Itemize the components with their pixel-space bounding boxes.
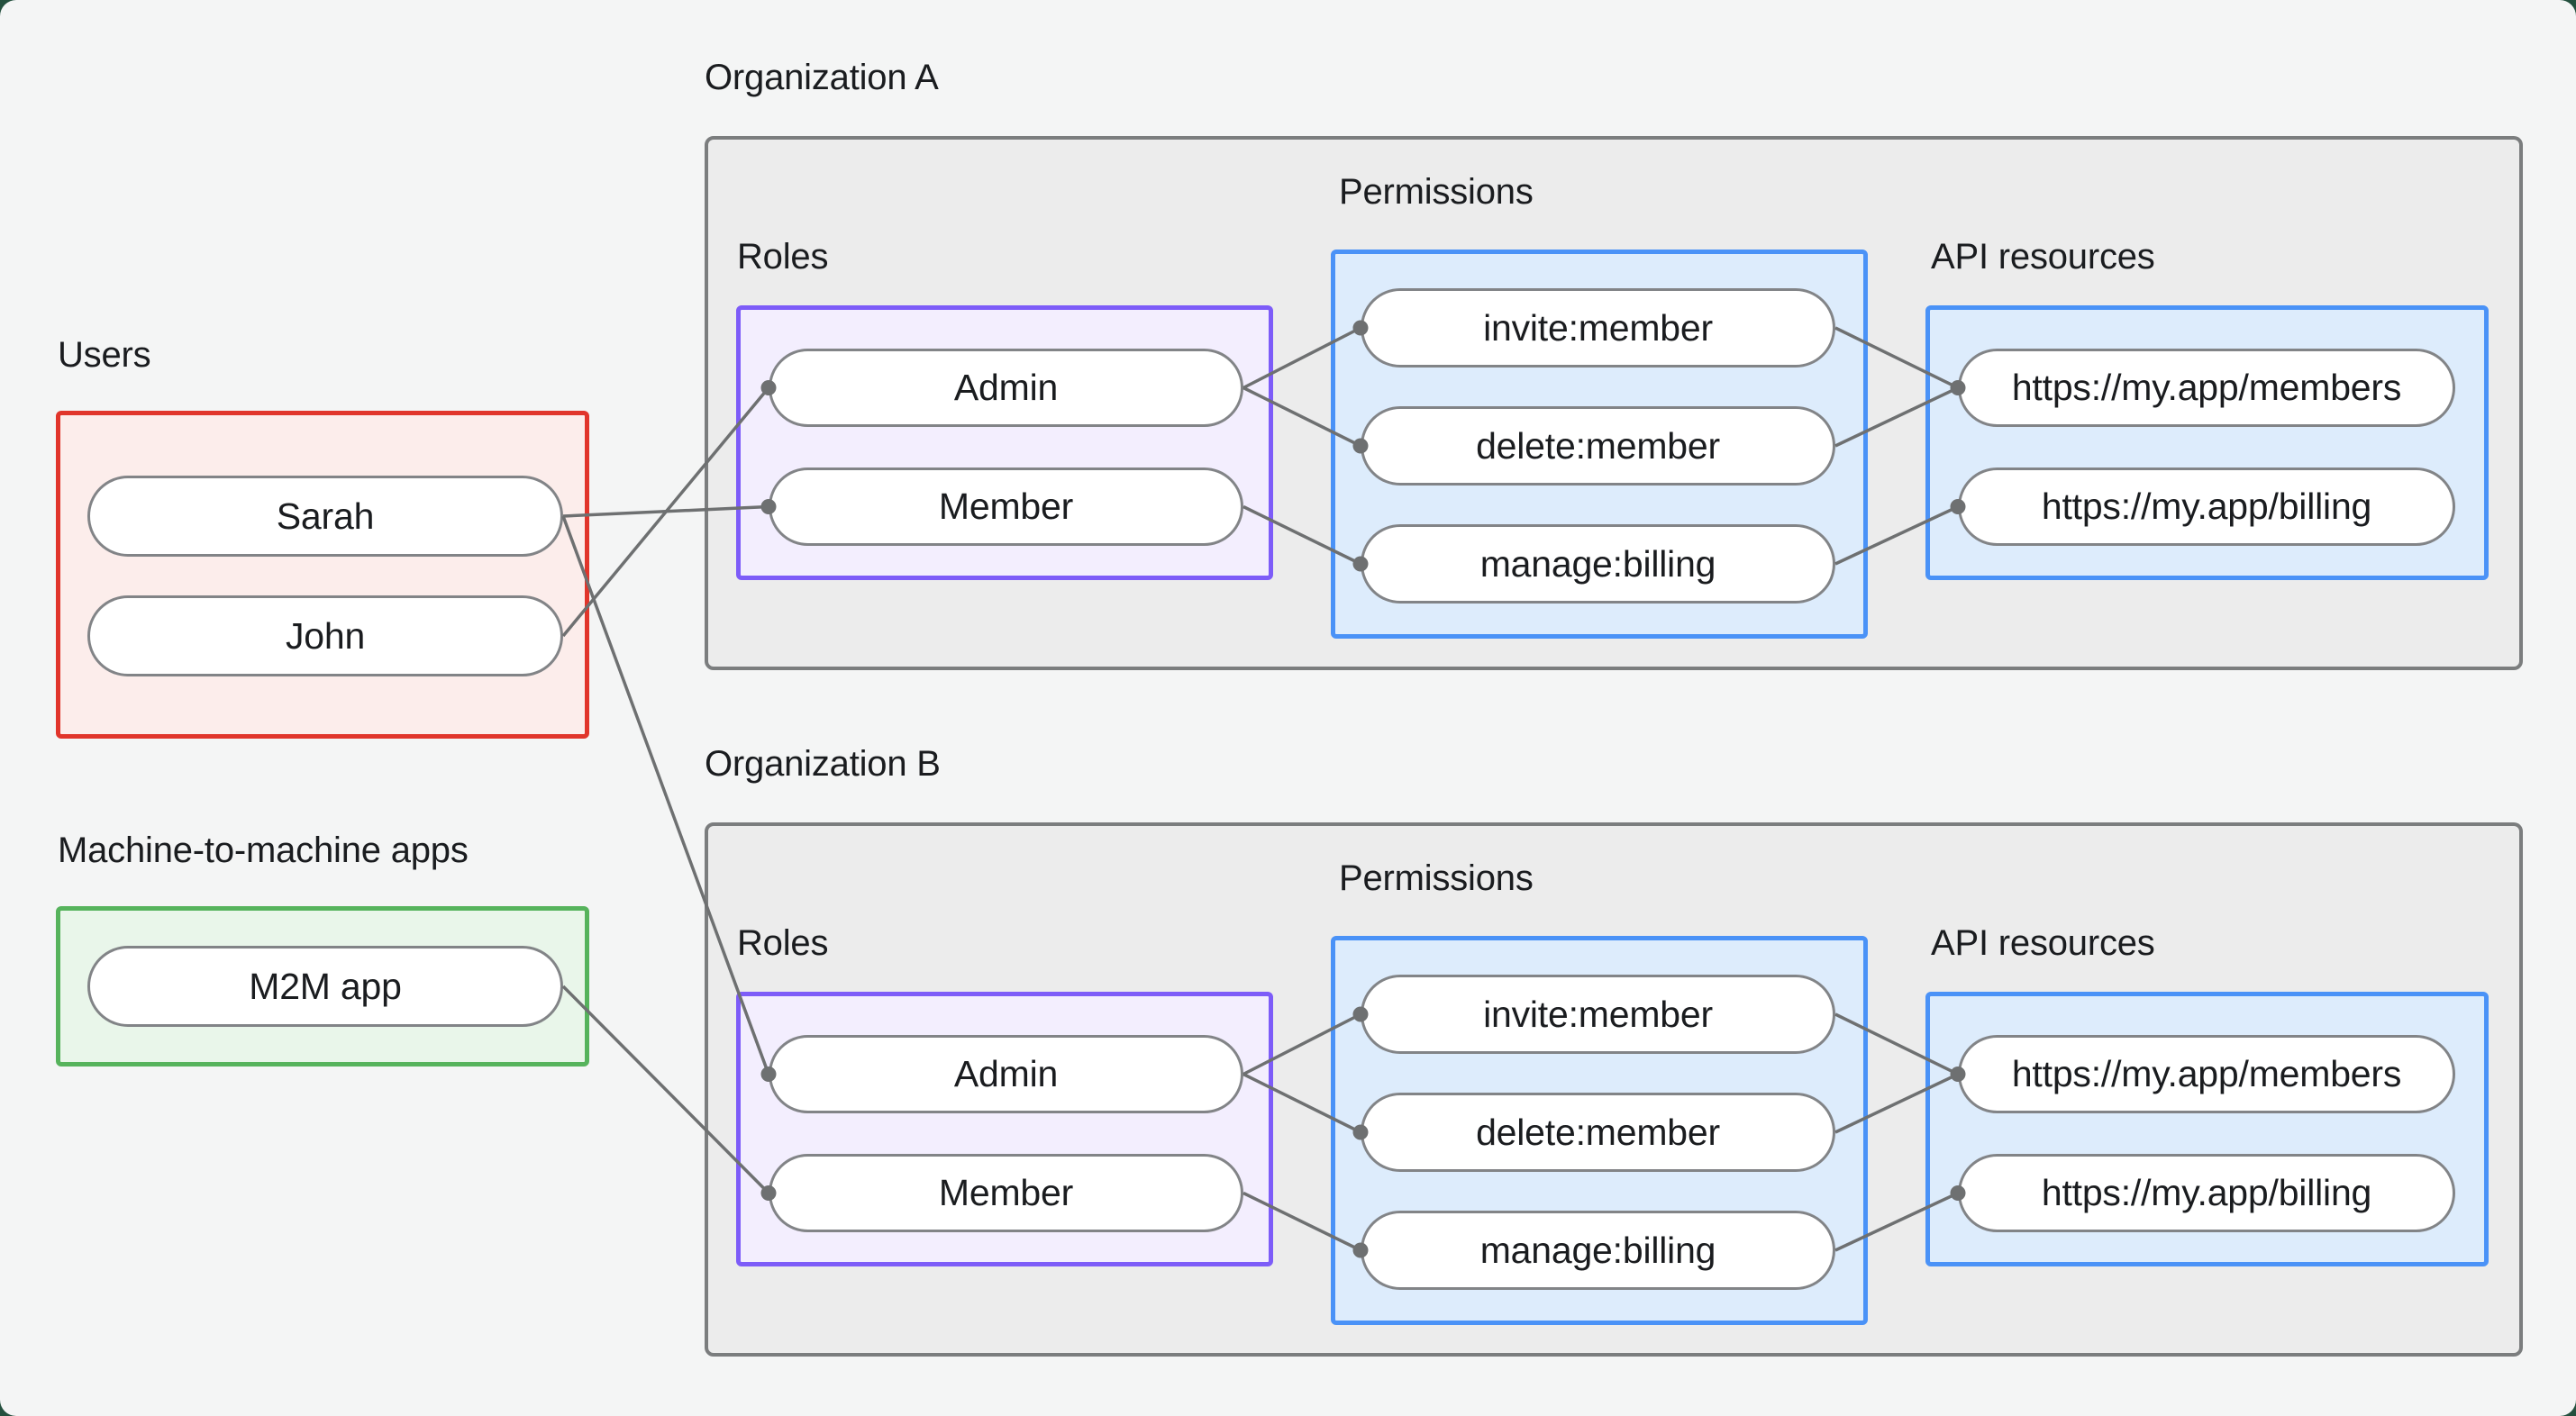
org-a-permissions-box: invite:member delete:member manage:billi… — [1331, 250, 1868, 639]
machine-apps-group-label: Machine-to-machine apps — [58, 831, 469, 870]
org-b-role-member: Member — [769, 1154, 1243, 1232]
org-a-permission-manage-billing: manage:billing — [1361, 524, 1835, 604]
node-m2m-app: M2M app — [87, 946, 563, 1027]
org-b-roles-label: Roles — [737, 923, 829, 963]
org-b-box: Roles Permissions API resources Admin Me… — [705, 822, 2523, 1357]
org-b-role-admin: Admin — [769, 1035, 1243, 1113]
org-a-api-resources-box: https://my.app/members https://my.app/bi… — [1925, 305, 2489, 580]
node-user-john: John — [87, 595, 563, 676]
org-a-box: Roles Permissions API resources Admin Me… — [705, 136, 2523, 670]
org-b-api-resources-box: https://my.app/members https://my.app/bi… — [1925, 992, 2489, 1266]
org-b-permission-manage-billing: manage:billing — [1361, 1211, 1835, 1290]
org-b-label: Organization B — [705, 744, 941, 784]
org-a-role-member: Member — [769, 467, 1243, 546]
org-b-api-members: https://my.app/members — [1958, 1035, 2455, 1113]
org-a-api-members: https://my.app/members — [1958, 349, 2455, 427]
org-a-roles-label: Roles — [737, 237, 829, 277]
org-b-api-billing: https://my.app/billing — [1958, 1154, 2455, 1232]
org-a-api-resources-label: API resources — [1931, 237, 2155, 277]
org-b-api-resources-label: API resources — [1931, 923, 2155, 963]
org-a-permissions-label: Permissions — [1339, 172, 1534, 212]
users-group-label: Users — [58, 335, 151, 375]
node-user-sarah: Sarah — [87, 476, 563, 557]
org-a-permission-invite-member: invite:member — [1361, 288, 1835, 368]
org-a-roles-box: Admin Member — [736, 305, 1273, 580]
org-b-permission-invite-member: invite:member — [1361, 975, 1835, 1054]
org-b-permissions-label: Permissions — [1339, 858, 1534, 898]
org-a-permission-delete-member: delete:member — [1361, 406, 1835, 486]
org-a-api-billing: https://my.app/billing — [1958, 467, 2455, 546]
machine-apps-group-box: M2M app — [56, 906, 589, 1067]
org-a-role-admin: Admin — [769, 349, 1243, 427]
users-group-box: Sarah John — [56, 411, 589, 739]
org-b-roles-box: Admin Member — [736, 992, 1273, 1266]
org-a-label: Organization A — [705, 58, 939, 97]
org-b-permissions-box: invite:member delete:member manage:billi… — [1331, 936, 1868, 1325]
org-b-permission-delete-member: delete:member — [1361, 1093, 1835, 1172]
